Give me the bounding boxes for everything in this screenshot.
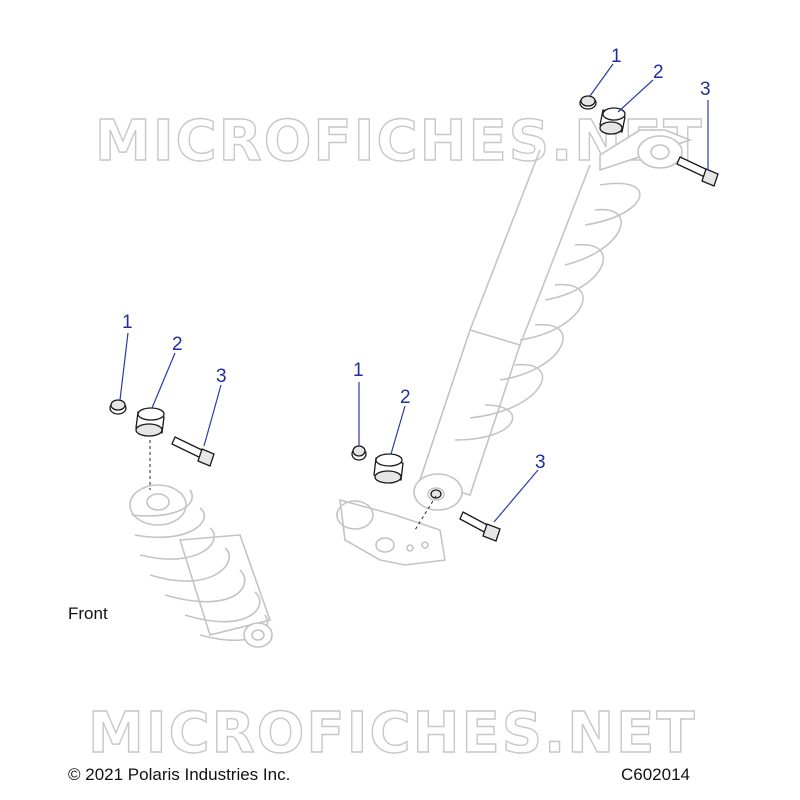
diagram-code: C602014	[621, 765, 690, 784]
copyright-text: © 2021 Polaris Industries Inc.	[68, 765, 290, 784]
callout-group-left: 1 2 3	[119, 312, 227, 447]
bolt-icon	[676, 156, 719, 187]
callout-2: 2	[653, 62, 664, 83]
bushing-icon	[135, 407, 165, 437]
bushing-icon	[599, 107, 626, 135]
bolt-icon	[459, 511, 501, 542]
front-label: Front	[68, 604, 108, 623]
callout-1: 1	[122, 312, 133, 333]
callout-1: 1	[353, 360, 364, 381]
nut-icon	[351, 445, 367, 461]
callout-2: 2	[400, 387, 411, 408]
callout-1: 1	[611, 46, 622, 67]
middle-hardware	[351, 445, 501, 542]
nut-icon	[109, 399, 127, 415]
nut-icon	[579, 95, 597, 110]
callout-group-top-right: 1 2 3	[589, 46, 711, 170]
front-shock-assembly	[129, 440, 273, 648]
callout-3: 3	[535, 452, 546, 473]
callout-3: 3	[216, 366, 227, 387]
rear-shock-assembly	[336, 129, 693, 566]
upper-hardware	[579, 95, 719, 187]
bolt-icon	[171, 436, 215, 467]
callout-2: 2	[172, 334, 183, 355]
watermark-bottom: MICROFICHES.NET	[88, 701, 697, 766]
front-hardware	[109, 399, 215, 467]
callout-group-middle: 1 2 3	[353, 360, 546, 523]
bushing-icon	[373, 453, 404, 484]
callout-3: 3	[700, 79, 711, 100]
